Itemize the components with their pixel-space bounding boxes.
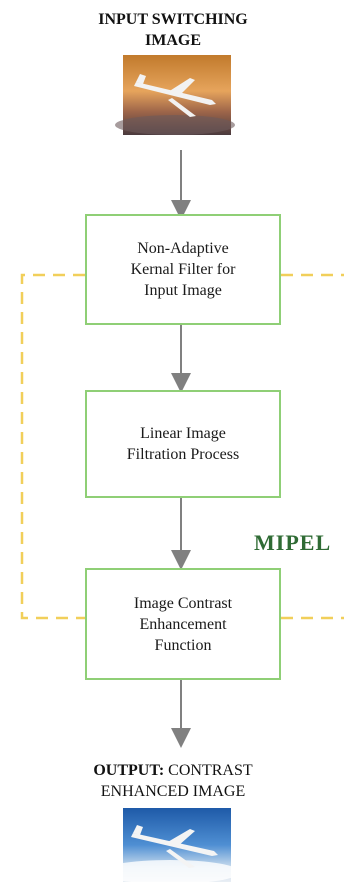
output-label-bold: OUTPUT: — [93, 762, 165, 779]
process-box-linear-filtration: Linear Image Filtration Process — [85, 390, 281, 498]
box2-line2: Filtration Process — [126, 446, 240, 463]
airplane-icon — [134, 74, 216, 117]
input-airplane-image — [115, 55, 235, 135]
process-box-contrast-enhancement: Image Contrast Enhancement Function — [85, 568, 281, 680]
box1-line3: Input Image — [144, 282, 222, 299]
box1-line2: Kernal Filter for — [130, 261, 236, 278]
input-title-line1: INPUT SWITCHING — [98, 11, 248, 28]
box2-line1: Linear Image — [140, 425, 226, 442]
box3-line2: Enhancement — [139, 615, 227, 633]
output-airplane-image — [100, 808, 240, 882]
mipel-group-outline — [20, 273, 344, 620]
airplane-icon — [131, 825, 218, 868]
output-title-rest: CONTRAST — [164, 762, 253, 779]
output-title-line2: ENHANCED IMAGE — [100, 783, 246, 800]
mipel-label: MIPEL — [254, 530, 332, 555]
process-box-kernel-filter: Non-Adaptive Kernal Filter for Input Ima… — [85, 214, 281, 325]
input-title-line2: IMAGE — [145, 32, 201, 49]
box1-line1: Non-Adaptive — [137, 240, 229, 257]
input-title: INPUT SWITCHING IMAGE — [0, 9, 346, 51]
box3-line1: Image Contrast — [133, 594, 233, 612]
output-title: OUTPUT: CONTRAST ENHANCED IMAGE — [0, 760, 346, 802]
box3-line3: Function — [154, 636, 212, 654]
